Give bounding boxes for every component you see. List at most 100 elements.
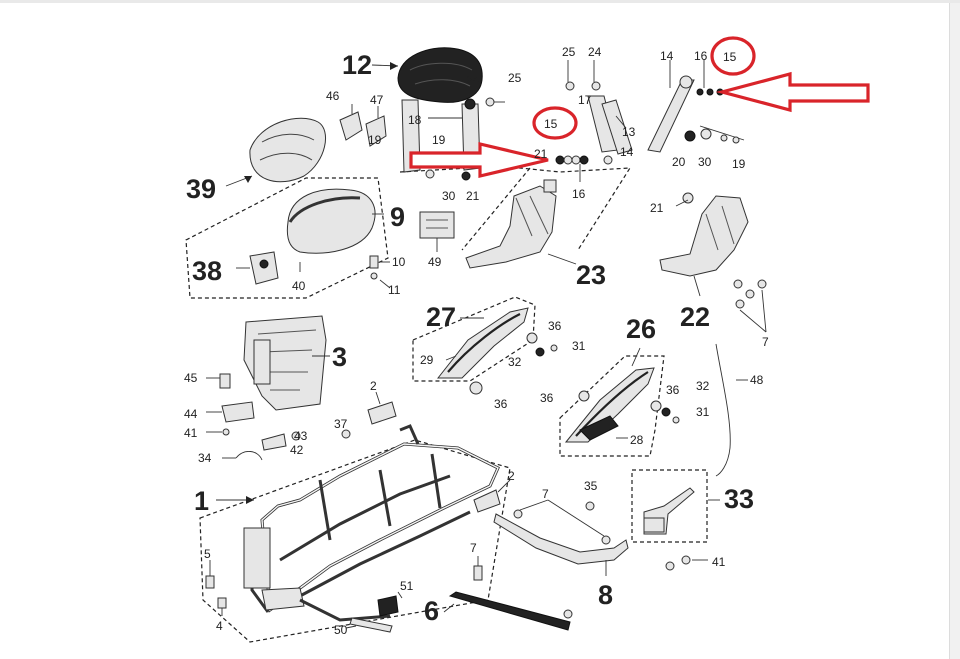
label-7b: 7 — [470, 541, 477, 555]
label-31a: 31 — [572, 339, 586, 353]
top-edge — [0, 0, 960, 3]
label-16b: 16 — [694, 49, 708, 63]
label-36a: 36 — [548, 319, 562, 333]
label-11: 11 — [388, 283, 401, 297]
label-23: 23 — [576, 260, 606, 290]
nut-24 — [464, 98, 476, 110]
bracket-23 — [465, 185, 557, 269]
label-30a: 30 — [442, 189, 456, 203]
washer-11 — [370, 272, 378, 280]
group-23-lines — [399, 167, 632, 251]
nut-32a — [535, 347, 545, 357]
label-35: 35 — [584, 479, 598, 493]
label-32b: 32 — [696, 379, 710, 393]
label-7a: 7 — [762, 335, 769, 349]
label-36b: 36 — [494, 397, 508, 411]
label-24a: 24 — [466, 73, 480, 87]
bolt-50 — [349, 617, 393, 633]
clip-34 — [235, 451, 263, 461]
label-28: 28 — [630, 433, 644, 447]
label-36c: 36 — [540, 391, 554, 405]
bolt-37 — [341, 429, 351, 439]
label-2b: 2 — [508, 469, 515, 483]
label-3: 3 — [332, 342, 347, 372]
panel-27 — [436, 307, 529, 379]
label-30b: 30 — [698, 155, 712, 169]
label-15a: 15 — [544, 117, 558, 131]
label-34: 34 — [198, 451, 212, 465]
label-46: 46 — [326, 89, 340, 103]
label-21c: 21 — [650, 201, 664, 215]
nut-21 — [461, 171, 471, 181]
arrow-head — [390, 62, 398, 70]
bolts-7-group — [733, 279, 767, 333]
plate-46 — [339, 111, 363, 141]
label-9: 9 — [390, 202, 405, 232]
mount-2b — [473, 489, 501, 513]
label-12: 12 — [342, 50, 372, 80]
label-29: 29 — [420, 353, 434, 367]
label-41a: 41 — [184, 426, 198, 440]
clamp-42 — [261, 433, 287, 451]
group-seat-box — [185, 177, 389, 299]
label-19c: 19 — [732, 157, 746, 171]
damper-right — [647, 79, 695, 153]
bolt-25 — [485, 97, 495, 107]
group-frame-box — [199, 439, 511, 643]
label-45: 45 — [184, 371, 198, 385]
panel-26 — [564, 367, 655, 443]
grommet-36b — [469, 381, 483, 395]
label-51: 51 — [400, 579, 414, 593]
label-plate-49 — [419, 211, 455, 239]
washer-30 — [425, 169, 435, 179]
washer-30b — [700, 128, 712, 140]
bolt-10 — [369, 255, 379, 269]
grommet-36a — [526, 332, 538, 344]
grommet-36c — [578, 390, 590, 402]
nut-32b — [661, 407, 671, 417]
label-27: 27 — [426, 302, 456, 332]
label-1: 1 — [194, 486, 209, 516]
label-42: 42 — [290, 443, 304, 457]
label-20: 20 — [672, 155, 686, 169]
label-14b: 14 — [660, 49, 674, 63]
label-37: 37 — [334, 417, 348, 431]
nut-20 — [684, 130, 696, 142]
label-21b: 21 — [534, 147, 548, 161]
label-36d: 36 — [666, 383, 680, 397]
cover-39 — [249, 117, 326, 183]
label-31b: 31 — [696, 405, 710, 419]
bolt-4 — [217, 597, 227, 609]
screw-43 — [291, 431, 301, 441]
label-19b: 19 — [432, 133, 446, 147]
group-33-box — [631, 469, 708, 543]
washer-24 — [591, 81, 601, 91]
bracket-22 — [659, 195, 749, 277]
group-panel-26-box — [559, 355, 665, 457]
label-4: 4 — [216, 619, 223, 633]
label-19a: 19 — [368, 133, 382, 147]
screw-31a — [550, 344, 558, 352]
label-8: 8 — [598, 580, 613, 610]
highlight-arrow-left — [409, 141, 549, 179]
cable-48 — [715, 343, 731, 477]
label-14a: 14 — [620, 145, 634, 159]
label-22: 22 — [680, 302, 710, 332]
group-23-line-2 — [461, 167, 531, 251]
label-7c: 7 — [542, 487, 549, 501]
label-21a: 21 — [466, 189, 480, 203]
label-25a: 25 — [508, 71, 522, 85]
damper-13b — [601, 99, 633, 155]
label-13: 13 — [622, 125, 636, 139]
label-17: 17 — [578, 93, 592, 107]
label-25b: 25 — [562, 45, 576, 59]
side-bar-8 — [493, 513, 629, 565]
label-33: 33 — [724, 484, 754, 514]
label-43: 43 — [294, 429, 308, 443]
scrollbar[interactable] — [949, 3, 960, 659]
label-10: 10 — [392, 255, 406, 269]
label-38: 38 — [192, 256, 222, 286]
label-18: 18 — [408, 113, 422, 127]
